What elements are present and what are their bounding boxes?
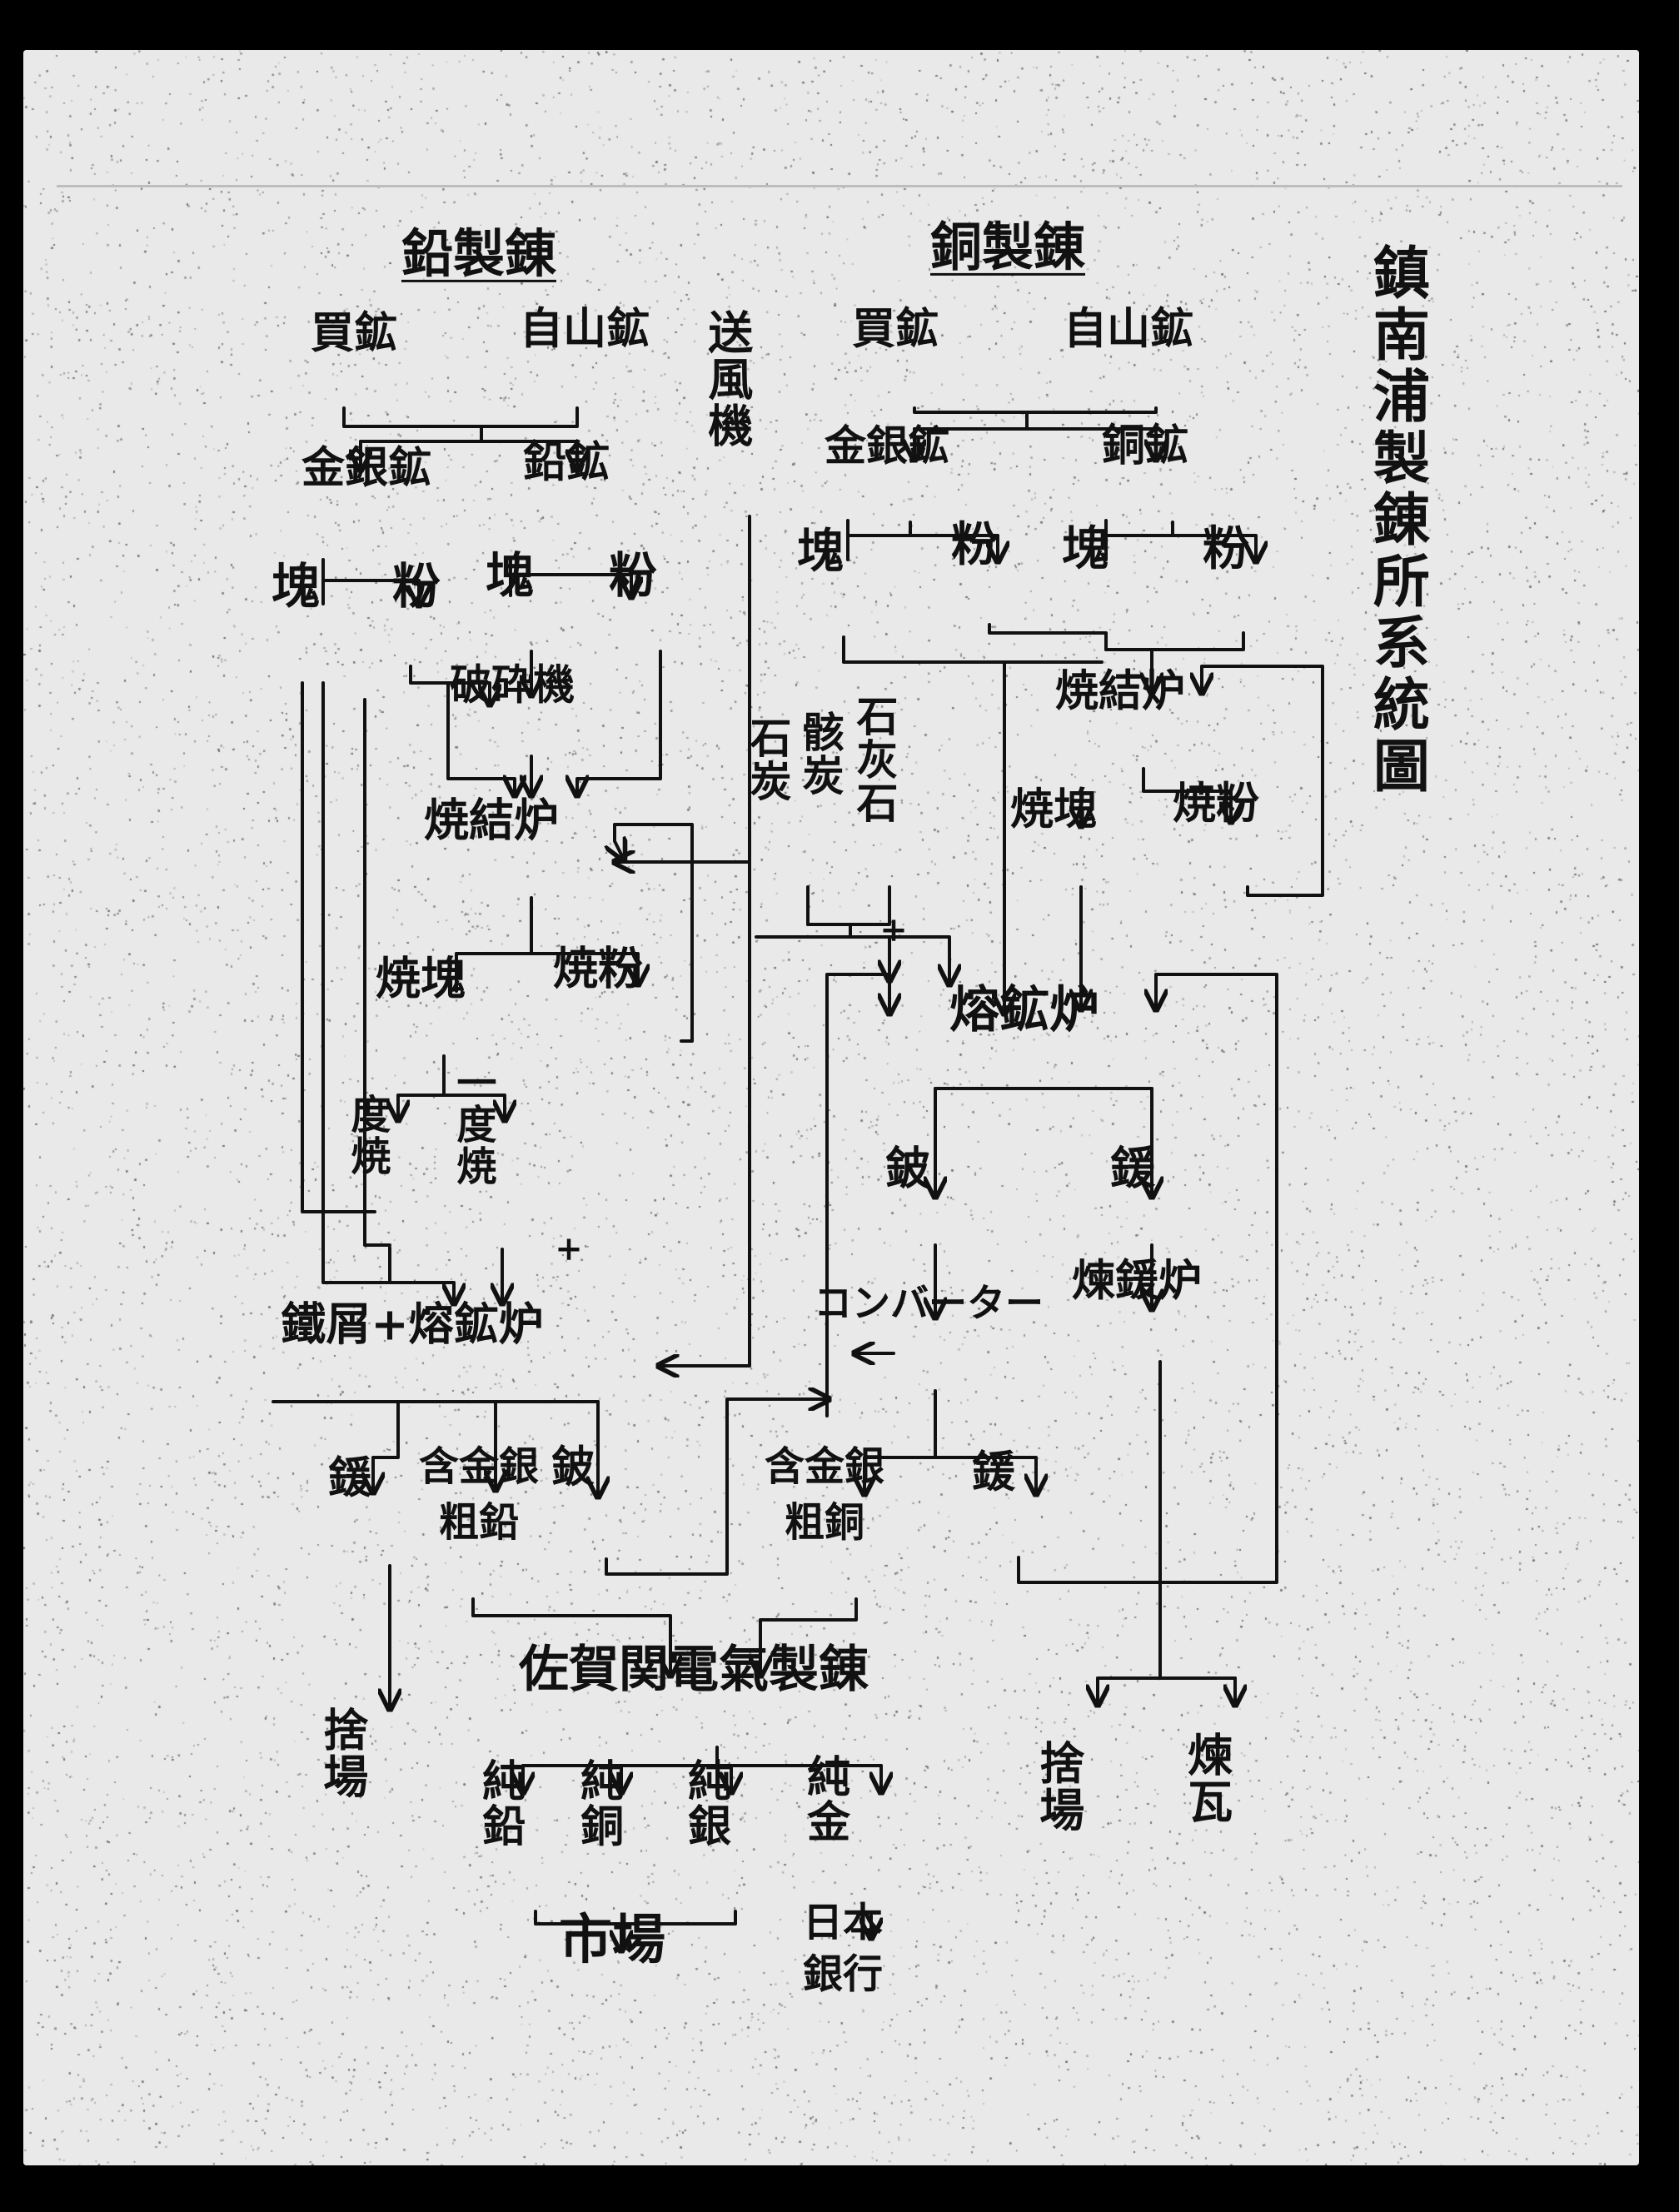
refinery-pure-gold: 純金 [799,1754,850,1844]
lead-own-mine-ore: 自山鉱 [519,303,650,355]
connector-5 [321,558,419,604]
connector-81 [534,1910,737,1926]
copper-brick: 煉瓦 [1179,1731,1233,1825]
connector-21 [442,1094,505,1118]
copper-converter: コンバーター [814,1280,1044,1326]
refinery-market: 市場 [559,1908,665,1971]
refinery-name: 佐賀関電氣製錬 [519,1641,869,1699]
document-sheet [23,50,1639,2165]
connector-16 [363,698,391,1247]
connector-47 [1104,519,1256,560]
connector-68 [934,1456,1036,1492]
blower: 送風機 [700,309,754,449]
lead-lump-1: 塊 [271,558,321,615]
flow-diagram [272,406,1324,2165]
connector-58 [1202,665,1324,897]
connector-53 [1150,631,1245,651]
connector-33 [660,515,751,1366]
plus-mark-copper-smelter: + [879,910,908,949]
lead-lump-2: 塊 [485,547,535,605]
copper-sinter-furnace: 焼結炉 [1054,665,1186,717]
connector-10 [446,681,515,794]
lead-crude-lead: 含金銀粗鉛 [418,1442,539,1546]
copper-powder-2: 粉 [1203,521,1249,577]
connector-17 [530,896,638,983]
lead-degree-sinter-2: 一度焼 [449,1062,496,1187]
copper-slag: 鍰 [1110,1141,1155,1195]
lead-smelter: 鐵屑+熔鉱炉 [281,1297,544,1351]
lead-sinter-furnace: 焼結炉 [424,793,559,847]
lead-sintered-lump: 焼塊 [376,951,466,1005]
connector-26 [373,1400,400,1491]
copper-smelter: 熔鉱炉 [949,981,1099,1039]
lead-bought-ore: 買鉱 [310,307,398,359]
copper-slag-furnace: 煉鍰炉 [1071,1255,1203,1307]
paper-texture [23,50,1639,2165]
copper-bought-ore: 買鉱 [851,303,939,355]
lead-matte: 鈹 [551,1442,595,1493]
refinery-pure-lead: 純鉛 [474,1758,526,1848]
flux-coke: 骸炭 [795,710,845,797]
lead-powder-1: 粉 [391,558,441,615]
connector-20 [398,1054,446,1118]
copper-converter-slag: 鍰 [971,1447,1016,1498]
flow-connectors [272,406,1324,1949]
flux-limestone: 石灰石 [849,695,899,825]
lead-sintered-powder: 焼粉 [553,941,643,995]
copper-section-title: 銅製錬 [929,216,1086,277]
lead-lead-ore: 鉛鉱 [522,436,610,488]
copper-sintered-powder: 焼粉 [1172,778,1260,830]
copper-crude-copper: 含金銀粗銅 [764,1442,884,1546]
connector-55 [1142,767,1231,820]
connector-14 [301,681,376,1213]
lead-slag: 鍰 [327,1452,372,1504]
connector-44 [846,519,998,560]
refinery-bank-of-japan: 日本銀行 [802,1899,883,1998]
header-rule [57,185,1622,187]
connector-31 [471,1597,670,1674]
connector-9 [409,665,490,703]
copper-dump: 捨場 [1031,1740,1085,1833]
connector-24 [615,823,694,1043]
flux-coal: 石炭 [743,716,793,803]
connector-69 [760,1597,858,1674]
lead-dump: 捨場 [315,1706,369,1800]
connector-13 [577,650,662,794]
connector-67 [864,1389,937,1492]
copper-lump-1: 塊 [797,524,844,580]
copper-copper-ore: 銅鉱 [1101,420,1189,471]
connector-37 [755,935,949,983]
copper-powder-1: 粉 [951,517,998,573]
connector-50 [842,635,1104,664]
connector-70 [1017,973,1278,1584]
connector-0 [342,406,579,428]
refinery-pure-copper: 純銅 [572,1758,624,1848]
copper-matte: 鈹 [885,1141,930,1195]
connector-7 [509,558,631,595]
copper-own-mine-ore: 自山鉱 [1063,303,1194,355]
refinery-pure-silver: 純銀 [680,1758,731,1848]
connector-15 [321,681,454,1302]
connector-51 [988,623,1108,651]
plus-mark-lead-smelter: + [555,1229,583,1268]
lead-section-title: 鉛製錬 [401,222,557,284]
copper-sintered-lump: 焼塊 [1009,784,1098,835]
copper-gold-silver-ore: 金銀鉱 [825,421,949,471]
copper-lump-2: 塊 [1062,521,1109,577]
connector-39 [913,406,1158,414]
connector-66 [825,973,889,1417]
lead-crusher: 破砕機 [450,660,575,710]
lead-gold-silver-ore: 金銀鉱 [301,442,432,494]
connector-32 [605,1399,827,1576]
lead-powder-2: 粉 [608,547,658,605]
page-title: 鎮南浦製錬所系統圖 [1363,243,1430,798]
lead-degree-sinter-1: 度焼 [343,1094,391,1177]
connector-35 [806,885,891,926]
